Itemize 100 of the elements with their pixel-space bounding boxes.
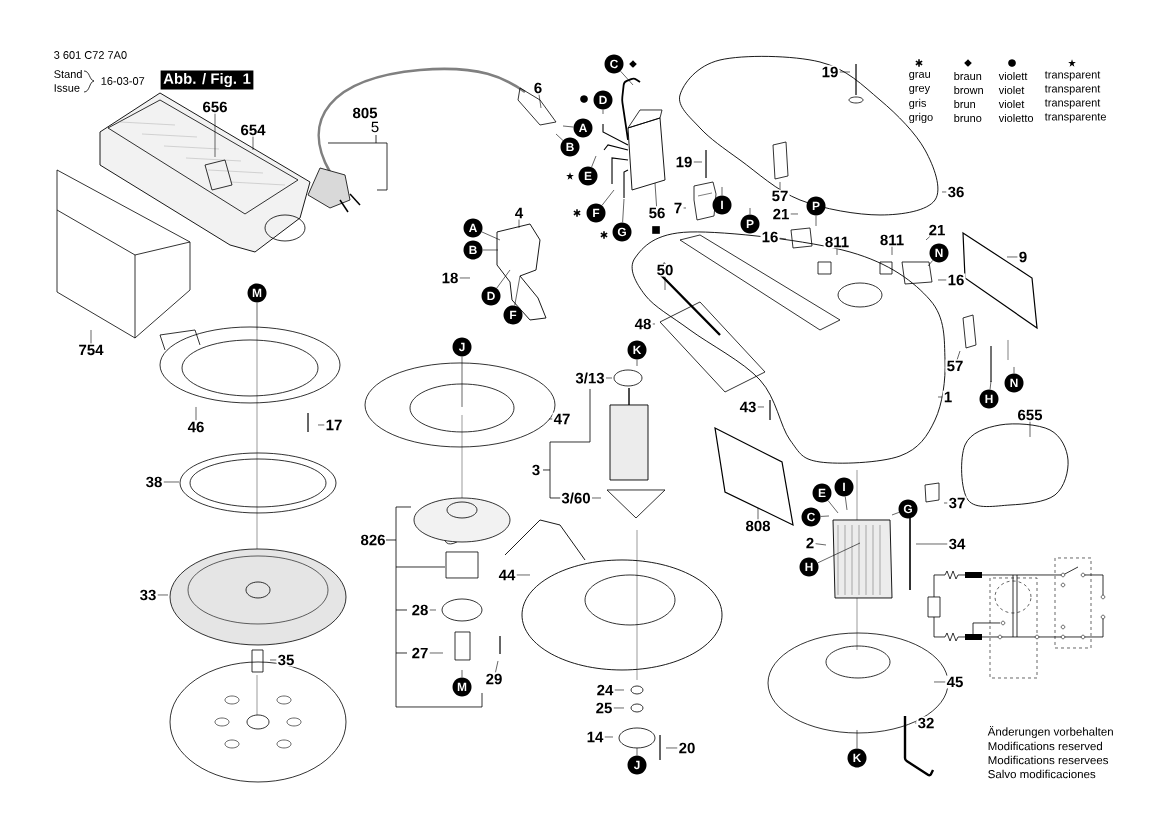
leader-line bbox=[482, 249, 499, 251]
leader-line bbox=[844, 496, 848, 511]
callout-number: 38 bbox=[144, 475, 164, 489]
leader-line bbox=[779, 237, 787, 240]
color-symbol: ★ bbox=[566, 172, 574, 180]
leader-line bbox=[937, 396, 943, 398]
leader-line bbox=[914, 722, 917, 724]
callout-number: 14 bbox=[585, 730, 605, 744]
callout-number: 18 bbox=[440, 271, 460, 285]
callout-number: 3 bbox=[532, 464, 540, 476]
leader-line bbox=[317, 424, 325, 426]
callout-number: 47 bbox=[552, 412, 572, 426]
callout-number: 35 bbox=[276, 653, 296, 667]
leader-line bbox=[652, 323, 656, 325]
leader-line bbox=[514, 275, 521, 306]
callout-number: 811 bbox=[878, 233, 906, 247]
callout-number: 28 bbox=[410, 603, 430, 617]
leader-line bbox=[614, 689, 625, 691]
issue-label: Stand bbox=[54, 69, 82, 79]
callout-number: 805 bbox=[352, 107, 378, 119]
callout-number: 4 bbox=[513, 206, 525, 220]
color-word: brun bbox=[954, 99, 975, 109]
callout-number: 43 bbox=[738, 400, 758, 414]
leader-line bbox=[943, 502, 948, 504]
leader-line bbox=[516, 574, 531, 576]
leader-line bbox=[654, 182, 657, 207]
callout-number: 56 bbox=[647, 206, 667, 220]
leader-line bbox=[891, 512, 900, 516]
color-word: grigo bbox=[909, 112, 933, 124]
callout-number: 25 bbox=[594, 701, 614, 715]
leader-line bbox=[927, 260, 934, 267]
leader-line bbox=[790, 213, 799, 215]
color-word: violetto bbox=[998, 113, 1034, 123]
color-symbol: ◆ bbox=[964, 59, 972, 67]
callout-number: 7 bbox=[672, 201, 684, 215]
callout-number: 654 bbox=[239, 123, 267, 137]
callout-number: 24 bbox=[595, 683, 615, 697]
part-number: 3 601 C72 7A0 bbox=[54, 51, 127, 59]
callout-number: 5 bbox=[371, 121, 379, 133]
callout-number: 57 bbox=[770, 189, 790, 203]
color-word: gris bbox=[909, 98, 927, 110]
callout-number: 19 bbox=[674, 155, 694, 169]
leader-line bbox=[459, 277, 471, 279]
color-word: violett bbox=[998, 71, 1028, 81]
leader-line bbox=[555, 133, 564, 141]
leader-line bbox=[163, 481, 180, 483]
callout-number: 9 bbox=[1017, 250, 1029, 264]
leader-line bbox=[1006, 256, 1018, 258]
color-symbol: ✱ bbox=[600, 231, 608, 239]
leader-line bbox=[820, 515, 830, 517]
callout-number: 17 bbox=[324, 418, 344, 432]
callout-number: 20 bbox=[677, 741, 697, 755]
color-word: bruno bbox=[954, 113, 982, 123]
leader-line bbox=[891, 246, 893, 256]
callout-number: 37 bbox=[947, 496, 967, 510]
leader-line bbox=[925, 236, 930, 241]
note-text: Modifications reserved bbox=[988, 741, 1102, 751]
callout-number: 3/13 bbox=[574, 371, 606, 385]
callout-number: 27 bbox=[410, 646, 430, 660]
callout-number: 21 bbox=[771, 207, 791, 221]
leader-line bbox=[815, 215, 817, 227]
leader-line bbox=[429, 609, 437, 611]
leader-line bbox=[941, 191, 947, 193]
note-text: Modifications reservees bbox=[988, 755, 1109, 765]
leader-line bbox=[856, 729, 858, 749]
date-label: 16-03-07 bbox=[101, 77, 145, 85]
leader-line bbox=[815, 543, 827, 546]
callout-number: 34 bbox=[947, 537, 967, 551]
color-symbol: ● bbox=[1008, 59, 1016, 67]
leader-line bbox=[548, 418, 553, 420]
leader-line bbox=[937, 279, 947, 281]
color-symbol: ✱ bbox=[915, 59, 923, 67]
callout-number: 57 bbox=[945, 359, 965, 373]
leader-line bbox=[429, 652, 444, 654]
leader-line bbox=[605, 377, 613, 379]
callout-number: 48 bbox=[633, 317, 653, 331]
leader-line bbox=[1013, 366, 1015, 374]
leader-line bbox=[664, 276, 666, 291]
leader-line bbox=[836, 248, 838, 256]
callout-number: 44 bbox=[497, 568, 517, 582]
callout-number: 811 bbox=[823, 235, 851, 249]
leader-line bbox=[269, 659, 277, 661]
color-word: transparent bbox=[1044, 99, 1101, 109]
color-word: transparent bbox=[1044, 71, 1101, 81]
leader-line bbox=[461, 669, 463, 678]
color-word: grey bbox=[909, 85, 931, 95]
color-word: transparent bbox=[1044, 85, 1101, 95]
note-text: Salvo modificaciones bbox=[988, 769, 1096, 779]
leader-line bbox=[1029, 421, 1031, 438]
color-word: brown bbox=[954, 85, 983, 95]
callout-number: 1 bbox=[942, 390, 954, 404]
color-word: braun bbox=[954, 71, 982, 81]
leader-line bbox=[989, 380, 992, 390]
leader-line bbox=[636, 747, 638, 756]
leader-line bbox=[157, 594, 169, 596]
callout-number: 50 bbox=[655, 263, 675, 277]
leader-line bbox=[721, 186, 723, 196]
callout-number: 16 bbox=[760, 230, 780, 244]
leader-line bbox=[256, 302, 258, 331]
leader-line bbox=[779, 181, 781, 190]
